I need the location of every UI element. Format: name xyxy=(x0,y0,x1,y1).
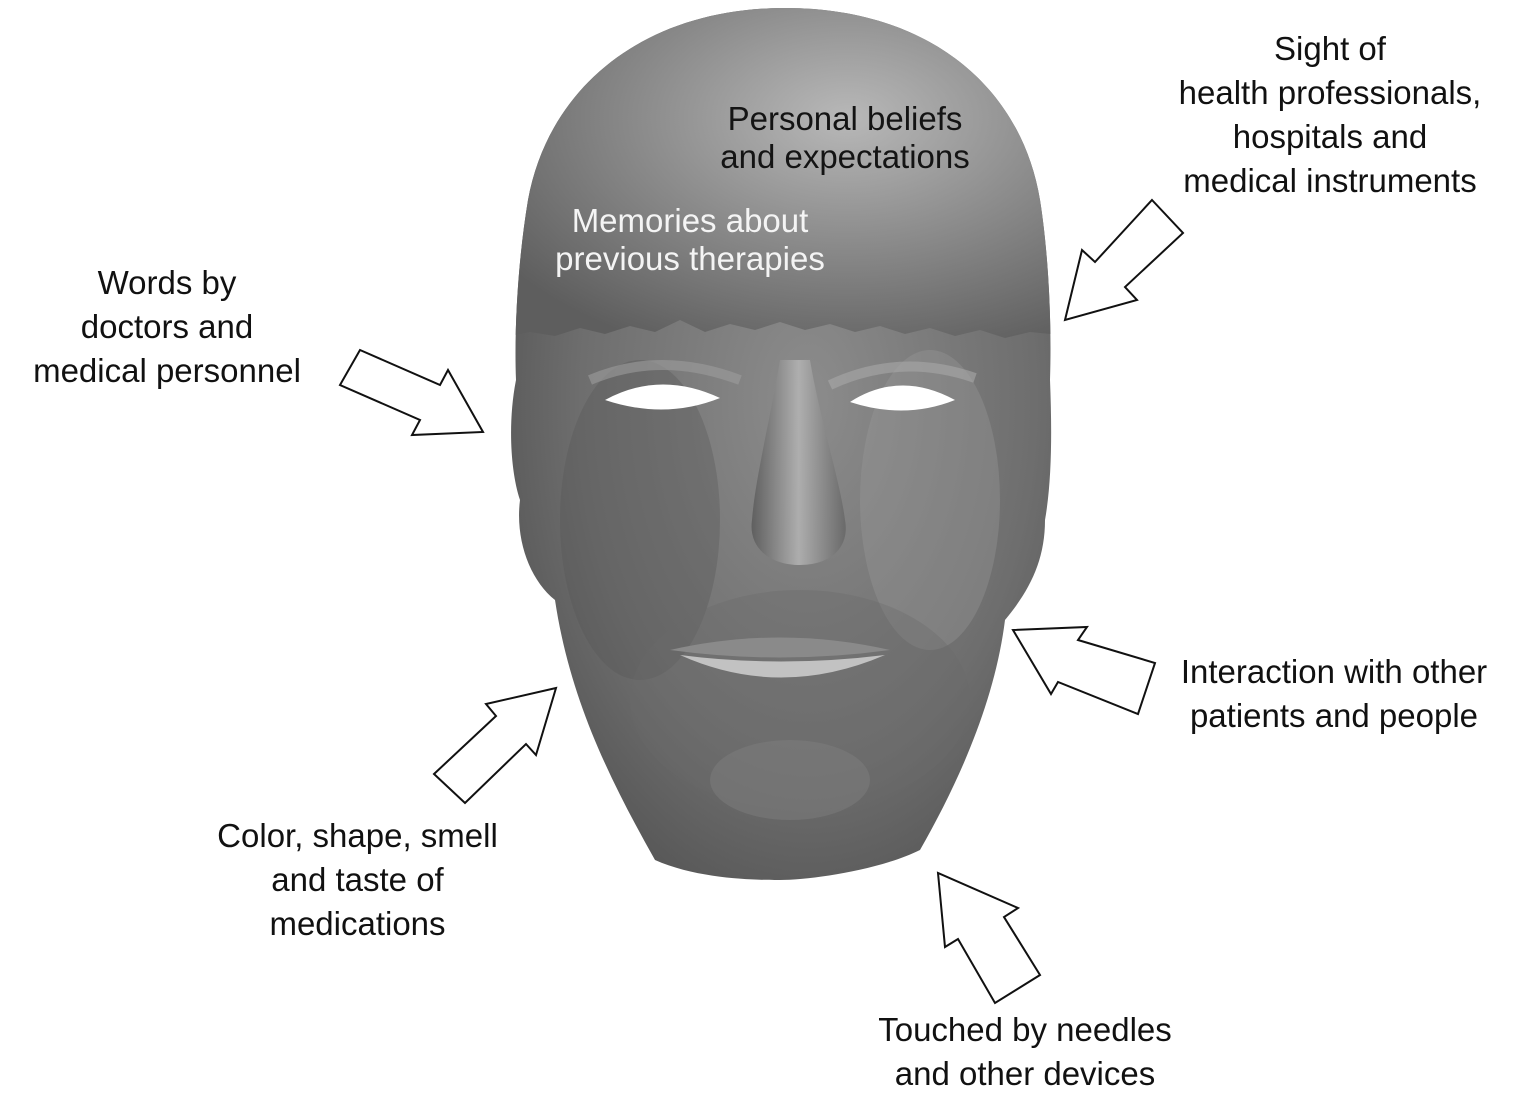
label-sight-line2: health professionals, xyxy=(1150,71,1510,115)
arrow-medications xyxy=(434,688,556,803)
arrow-interaction xyxy=(1013,627,1155,714)
label-words-line2: doctors and xyxy=(8,305,326,349)
label-medications: Color, shape, smell and taste of medicat… xyxy=(190,814,525,946)
label-sight-line1: Sight of xyxy=(1150,27,1510,71)
label-interaction-line1: Interaction with other xyxy=(1155,650,1513,694)
label-medications-line3: medications xyxy=(190,902,525,946)
label-medications-line2: and taste of xyxy=(190,858,525,902)
arrow-touched xyxy=(938,873,1040,1003)
label-touched-line1: Touched by needles xyxy=(850,1008,1200,1052)
label-words-line3: medical personnel xyxy=(8,349,326,393)
label-medications-line1: Color, shape, smell xyxy=(190,814,525,858)
label-touched-line2: and other devices xyxy=(850,1052,1200,1096)
label-sight-line4: medical instruments xyxy=(1150,159,1510,203)
arrow-sight xyxy=(1065,200,1183,320)
label-sight: Sight of health professionals, hospitals… xyxy=(1150,27,1510,203)
arrow-words xyxy=(340,350,483,435)
label-personal-beliefs: Personal beliefs and expectations xyxy=(690,97,1000,179)
label-memories: Memories about previous therapies xyxy=(525,199,855,281)
label-interaction-line2: patients and people xyxy=(1155,694,1513,738)
label-words-line1: Words by xyxy=(8,261,326,305)
label-sight-line3: hospitals and xyxy=(1150,115,1510,159)
label-words: Words by doctors and medical personnel xyxy=(8,261,326,393)
label-interaction: Interaction with other patients and peop… xyxy=(1155,650,1513,738)
label-personal-beliefs-line2: and expectations xyxy=(690,135,1000,179)
label-memories-line2: previous therapies xyxy=(525,237,855,281)
label-touched: Touched by needles and other devices xyxy=(850,1008,1200,1096)
chin xyxy=(710,740,870,820)
